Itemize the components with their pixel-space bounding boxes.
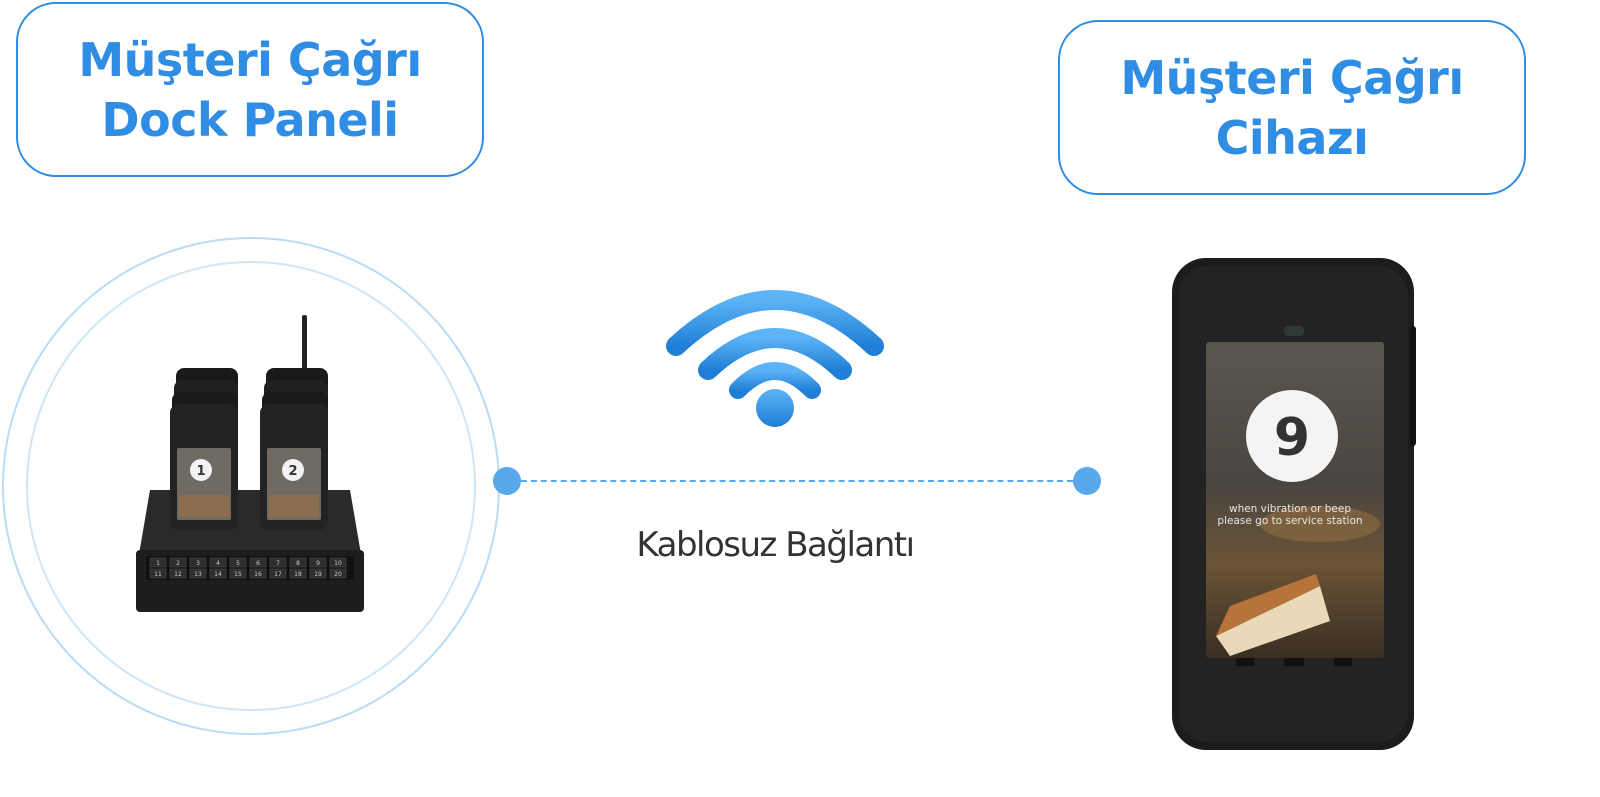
keypad-key-label: 11 — [154, 571, 162, 578]
pager-stack-left: 1 — [170, 368, 238, 530]
wifi-icon — [662, 278, 888, 428]
title-box-dock-panel: Müşteri Çağrı Dock Paneli — [16, 2, 484, 177]
title-line: Müşteri Çağrı — [78, 30, 421, 90]
keypad-key-label: 19 — [314, 571, 322, 578]
keypad-key-label: 14 — [214, 571, 222, 578]
connection-dot-right — [1073, 467, 1101, 495]
pager-message-line1: when vibration or beep — [1229, 503, 1351, 515]
pager-message-line2: please go to service station — [1217, 515, 1362, 527]
title-line: Cihazı — [1216, 108, 1369, 168]
antenna — [302, 315, 307, 375]
pager-number: 9 — [1274, 408, 1310, 468]
keypad-key-label: 6 — [256, 560, 260, 567]
keypad-key-label: 7 — [276, 560, 280, 567]
keypad-key-label: 15 — [234, 571, 242, 578]
keypad-key-label: 4 — [216, 560, 220, 567]
connection-dot-left — [493, 467, 521, 495]
keypad-key-label: 18 — [294, 571, 302, 578]
keypad-key-label: 3 — [196, 560, 200, 567]
connection-caption: Kablosuz Bağlantı — [575, 525, 975, 565]
pager-number: 2 — [288, 464, 297, 479]
keypad-key-label: 9 — [316, 560, 320, 567]
title-line: Dock Paneli — [101, 90, 398, 150]
keypad-key-label: 12 — [174, 571, 182, 578]
pager-stack-right: 2 — [260, 368, 328, 530]
title-line: Müşteri Çağrı — [1120, 48, 1463, 108]
keypad-key-label: 5 — [236, 560, 240, 567]
connection-line — [521, 480, 1073, 482]
title-box-pager-device: Müşteri Çağrı Cihazı — [1058, 20, 1526, 195]
keypad-key-label: 10 — [334, 560, 342, 567]
keypad-key-label: 20 — [334, 571, 342, 578]
pager-device-image: 9 when vibration or beep please go to se… — [1170, 256, 1418, 752]
keypad-key-label: 1 — [156, 560, 160, 567]
keypad-key-label: 16 — [254, 571, 262, 578]
keypad-key-label: 8 — [296, 560, 300, 567]
keypad-key-label: 17 — [274, 571, 282, 578]
keypad-key-label: 13 — [194, 571, 202, 578]
pager-number: 1 — [196, 464, 205, 479]
keypad-key-label: 2 — [176, 560, 180, 567]
